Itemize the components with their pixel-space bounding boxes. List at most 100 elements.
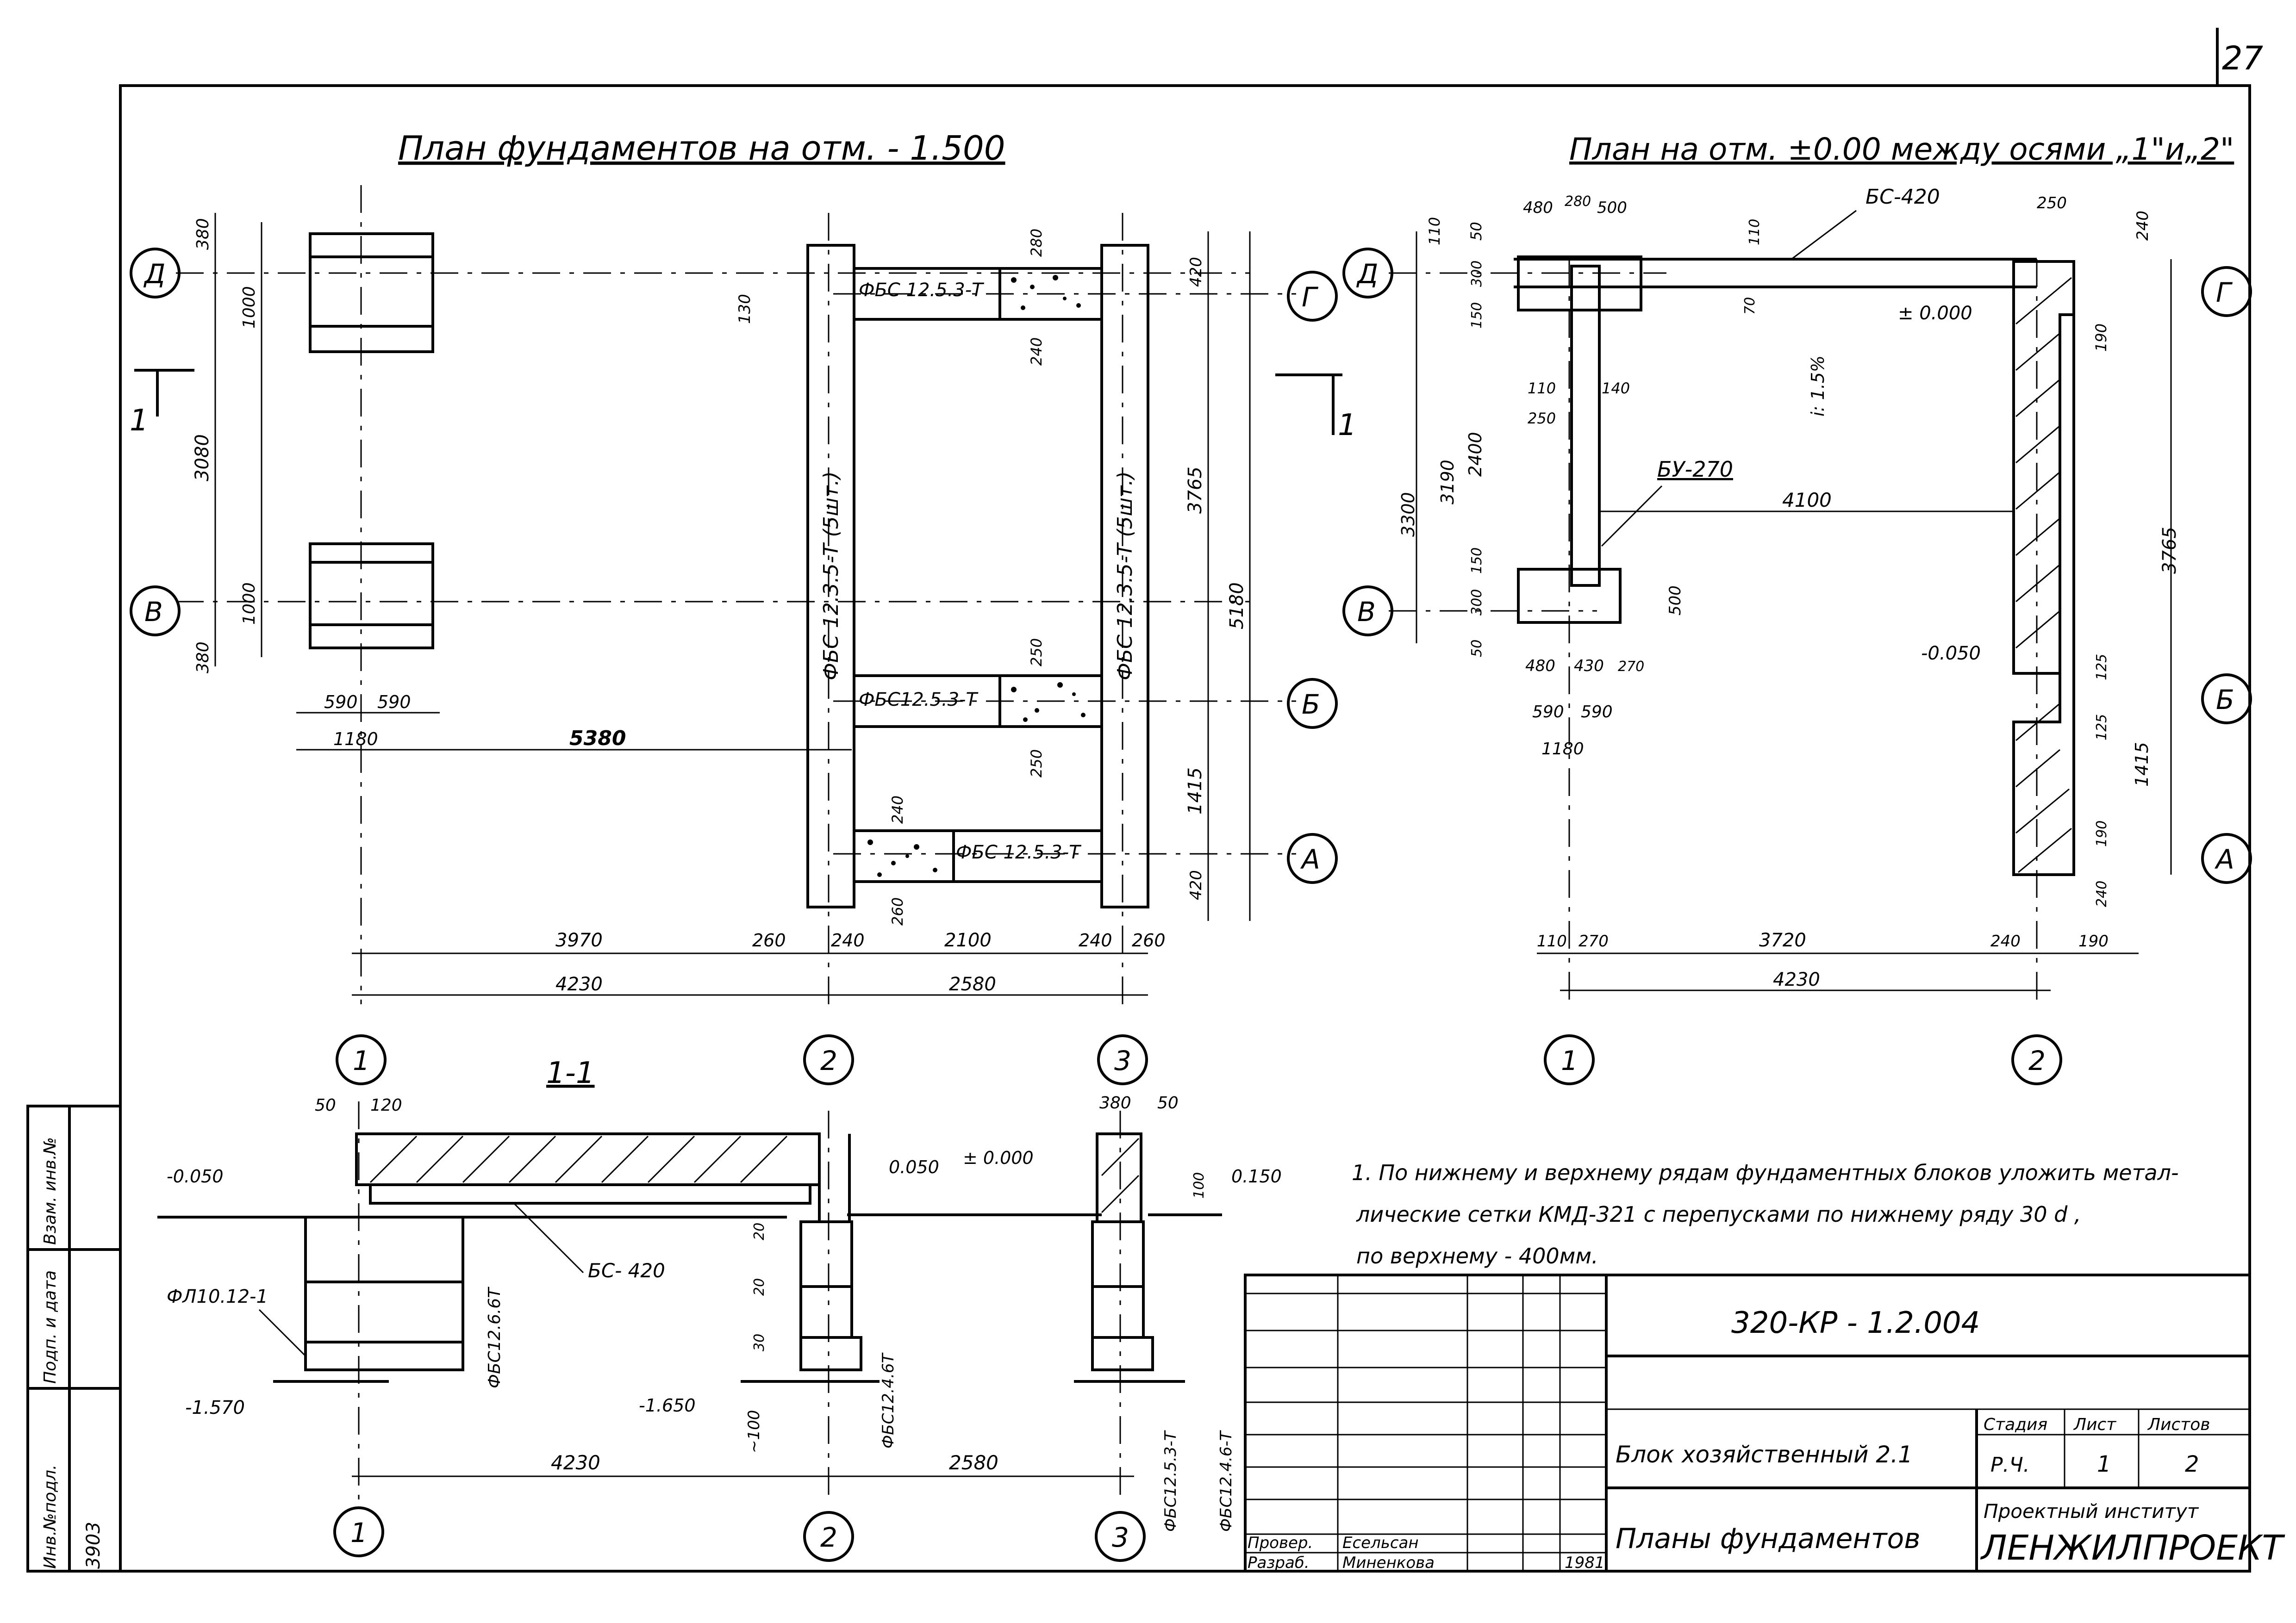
- stamp-vzam-inv: Взам. инв.№: [41, 1137, 60, 1245]
- dim: 5180: [1226, 582, 1248, 629]
- title-code: 320-КР - 1.2.004: [1731, 1306, 1980, 1340]
- elev: ~100: [745, 1410, 763, 1453]
- plan1-fbs-bot: ФБС 12.5.3-Т: [956, 842, 1082, 863]
- dim: 1415: [2132, 742, 2152, 787]
- dim: 110: [1747, 219, 1763, 245]
- dim: 420: [1187, 870, 1205, 900]
- stamp-inv-podl: Инв.№подл.: [41, 1465, 60, 1569]
- plan2-title: План на отм. ±0.00 между осями „1"и„2": [1569, 131, 2234, 167]
- axis-3-label: 3: [1114, 1045, 1131, 1076]
- plan2-slope: i: 1.5%: [1808, 355, 1828, 417]
- dim: 1000: [240, 286, 259, 329]
- section-fbs3: ФБС12.5.3-Т: [1161, 1430, 1180, 1532]
- plan2-elev0: ± 0.000: [1898, 303, 1972, 324]
- elev: 0.050: [889, 1157, 939, 1177]
- stamp-number: 3903: [83, 1522, 104, 1569]
- sheets-value: 2: [2185, 1451, 2199, 1477]
- axis-1-label: 1: [1561, 1045, 1578, 1076]
- plan2-dim-lines: [1416, 231, 2172, 991]
- dim: 20: [751, 1278, 767, 1296]
- axis-d-label: Д: [1356, 258, 1378, 290]
- dim: 3190: [1437, 460, 1458, 504]
- dim: 430: [1574, 657, 1604, 675]
- dim: 300: [1469, 261, 1485, 287]
- plan2-bu: БУ-270: [1657, 457, 1733, 482]
- dim: 2100: [944, 930, 992, 951]
- dim: 3720: [1759, 930, 1806, 951]
- section-title: 1-1: [546, 1056, 595, 1090]
- dim: 500: [1666, 585, 1685, 616]
- plan2-axis-lines: [1389, 259, 2038, 1004]
- role-checker: Провер.: [1248, 1534, 1313, 1552]
- dim: 2580: [949, 974, 996, 995]
- dim: 590: [1581, 703, 1613, 721]
- elev: 0.150: [1231, 1166, 1282, 1187]
- dim: 380: [1099, 1094, 1131, 1113]
- note-line-1: 1. По нижнему и верхнему рядам фундамент…: [1352, 1160, 2179, 1185]
- sheets-header: Листов: [2147, 1415, 2210, 1434]
- dim: 150: [1469, 302, 1485, 329]
- dim: 1180: [333, 729, 378, 749]
- dim: 50: [315, 1096, 336, 1115]
- title-year: 1981: [1565, 1554, 1605, 1572]
- dim: 5380: [569, 727, 626, 750]
- dim: 280: [1028, 229, 1045, 257]
- dim: 130: [736, 294, 754, 324]
- dim: 260: [1132, 930, 1166, 951]
- dim: 190: [2078, 932, 2109, 951]
- section-elevations: -0.050 -1.570 -1.650 ~100 0.050 ± 0.000 …: [167, 1148, 1282, 1453]
- axis-v-label: В: [144, 596, 163, 628]
- dim: 30: [751, 1334, 767, 1351]
- dim: 590: [324, 692, 358, 712]
- section-slab-hatch: [369, 1135, 1140, 1213]
- plan1-fbs-top: ФБС 12.5.3-Т: [859, 280, 985, 301]
- name-checker: Есельсан: [1342, 1534, 1419, 1552]
- dim: 150: [1469, 547, 1485, 574]
- plan1-walls: [806, 244, 1149, 908]
- axis-a-label: А: [1300, 844, 1320, 875]
- plan2-axis-bubbles: Д В Г Б А 1 2: [1342, 248, 2252, 1085]
- sheet-number: 27: [2222, 39, 2263, 77]
- stamp-podp-data: Подп. и дата: [41, 1270, 60, 1384]
- section-mark-right: 1: [1338, 408, 1357, 442]
- dim: 250: [2037, 194, 2067, 212]
- dim: 260: [889, 897, 906, 926]
- dim: 250: [1528, 410, 1556, 427]
- axis-2-label: 2: [2028, 1045, 2046, 1076]
- dim: 480: [1523, 199, 1553, 217]
- dim: 260: [752, 930, 786, 951]
- note-line-2: лические сетки КМД-321 с перепусками по …: [1356, 1202, 2081, 1227]
- plan1-dimensions: 380 1000 3080 1000 380 590 590 1180 5380…: [192, 218, 1248, 995]
- axis-2-label: 2: [820, 1045, 837, 1076]
- dim: 110: [1426, 217, 1443, 245]
- axis-g-label: Г: [1302, 281, 1319, 313]
- sheet-value: 1: [2097, 1451, 2111, 1477]
- axis-1-label: 1: [350, 1517, 368, 1548]
- sheet-frame: [119, 84, 2251, 1573]
- dim: 240: [889, 796, 906, 824]
- dim: 3300: [1398, 492, 1418, 537]
- elev: -0.050: [167, 1166, 224, 1187]
- dim: 270: [1578, 932, 1609, 951]
- stage-value: Р.Ч.: [1990, 1453, 2030, 1477]
- dim: 240: [2134, 211, 2152, 241]
- dim: 380: [193, 641, 212, 673]
- plan1-infill-pattern: [867, 275, 1086, 877]
- axis-a-label: А: [2214, 844, 2234, 875]
- dim: 2400: [1465, 432, 1485, 477]
- dim: 20: [751, 1223, 767, 1240]
- institute-line-1: Проектный институт: [1984, 1500, 2199, 1523]
- dim: 240: [831, 930, 865, 951]
- dim: 300: [1469, 589, 1485, 616]
- plan1-fbs-wall3: ФБС 12.3.5-Т (5шт.): [1113, 471, 1137, 680]
- dim: 590: [1532, 703, 1564, 721]
- plan1-pad-blocks: [309, 232, 434, 649]
- axis-1-label: 1: [353, 1045, 370, 1076]
- dim: 50: [1469, 640, 1485, 657]
- axis-d-label: Д: [143, 258, 165, 290]
- dim: 4230: [551, 1451, 600, 1474]
- dim: 4100: [1782, 489, 1832, 511]
- dim: 420: [1187, 257, 1205, 287]
- dim: 70: [1742, 297, 1758, 315]
- dim: 380: [193, 218, 212, 250]
